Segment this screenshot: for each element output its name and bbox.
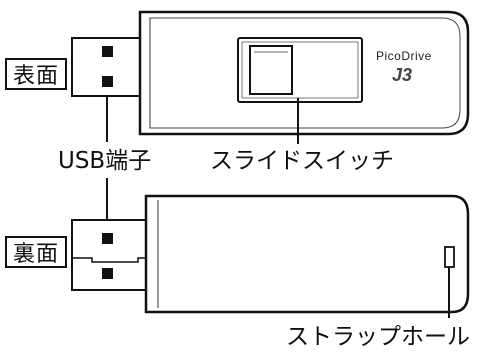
brand-name: PicoDrive (376, 49, 432, 63)
usb-connector-back (71, 219, 155, 291)
strap-hole (444, 246, 455, 268)
slide-channel-inner (241, 41, 359, 99)
brand-model: J3 (392, 65, 413, 85)
usb-connector-callout: USB端子 (58, 148, 152, 174)
body-back (144, 194, 470, 314)
back-label: 裏面 (5, 236, 67, 268)
slide-switch-knob (249, 45, 293, 95)
strap-hole-callout: ストラップホール (286, 324, 470, 350)
usb-contact-front-bottom (102, 76, 113, 87)
usb-contact-front-top (102, 46, 113, 57)
slide-switch-callout: スライドスイッチ (210, 148, 394, 174)
body-front-inner-outline (149, 17, 461, 129)
front-label: 表面 (5, 58, 67, 90)
usb-contact-back-bottom (102, 268, 113, 279)
usb-contact-back-top (102, 233, 113, 244)
usb-connector-back-seam (72, 257, 154, 263)
